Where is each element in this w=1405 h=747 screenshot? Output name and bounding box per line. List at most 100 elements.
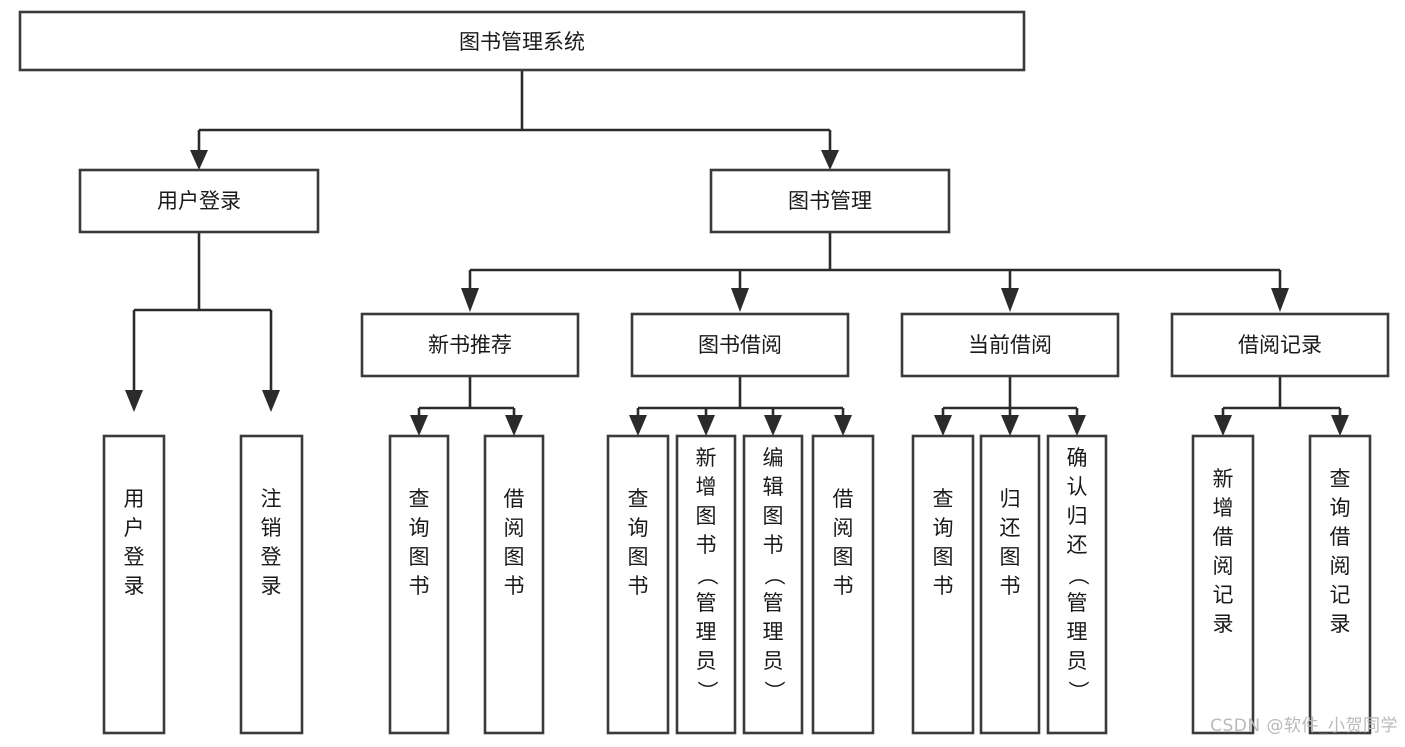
leaf-label-char: 阅 [504,516,525,540]
node-current-borrow-label: 当前借阅 [968,333,1052,357]
csdn-watermark: CSDN @软件_小贺同学 [1210,716,1398,736]
node-new-book-recommend-label: 新书推荐 [428,333,512,357]
leaf-bb-edit-book-box [742,434,804,735]
leaf-label-char: 图 [409,545,430,569]
leaf-label-char: 询 [1330,496,1351,520]
connector-userlogin-to-bus [132,232,273,392]
arrow-to-leaf-bb-1 [629,415,647,436]
leaf-label-char: 员 [763,649,784,673]
leaf-label-char: 借 [1330,525,1351,549]
node-root[interactable]: 图书管理系统 [18,10,1026,72]
connector-currentborrow-to-leafbus [941,376,1079,418]
leaf-label-char: 借 [504,487,525,511]
node-book-borrow[interactable]: 图书借阅 [630,312,850,378]
node-new-book-recommend[interactable]: 新书推荐 [360,312,580,378]
leaf-label-char: 查 [409,487,430,511]
leaf-label-char: 借 [1213,525,1234,549]
arrow-to-leaf-user-login [125,390,143,412]
arrow-to-new-book-recommend [461,288,479,312]
leaf-label-char: 查 [628,487,649,511]
leaf-label-char: 管 [1067,591,1088,615]
leaf-label-char: 增 [696,475,717,499]
node-borrow-record-label: 借阅记录 [1238,333,1322,357]
leaf-logout-box [239,434,304,735]
node-root-label: 图书管理系统 [459,30,585,54]
leaf-label-char: 销 [261,516,282,540]
leaf-label-char: 图 [833,545,854,569]
leaf-br-add-record-box [1191,434,1255,735]
node-new-book-recommend-box [360,312,580,378]
node-root-box [18,10,1026,72]
leaf-label-char: 阅 [1330,554,1351,578]
leaf-label-char: 理 [696,620,717,644]
leaf-bb-borrow-book-box [811,434,875,735]
arrow-to-leaf-br-1 [1214,415,1232,436]
leaf-label-char: ） [695,681,719,702]
arrow-to-leaf-logout [262,390,280,412]
leaf-label-char: 认 [1067,475,1088,499]
leaf-label-char: 借 [833,487,854,511]
arrow-to-leaf-cb-3 [1068,415,1086,436]
connector-newbook-to-leafbus [417,376,516,418]
leaf-label-char: 书 [1000,574,1021,598]
connector-bookborrow-to-leafbus [636,376,845,418]
leaf-label-char: 图 [628,545,649,569]
leaf-label-char: 用 [124,487,145,511]
leaf-label-char: 录 [1213,612,1234,636]
leaf-label-char: 增 [1213,496,1234,520]
node-user-login[interactable]: 用户登录 [78,168,320,234]
leaf-node[interactable]: 用户登录 [102,434,166,735]
node-borrow-record-box [1170,312,1390,378]
arrow-to-book-manage [821,150,839,170]
leaf-label-char: 归 [1000,487,1021,511]
leaf-label-char: 还 [1000,516,1021,540]
leaf-label-char: 辑 [763,475,784,499]
leaf-cb-query-book-box [911,434,975,735]
node-current-borrow[interactable]: 当前借阅 [900,312,1120,378]
node-current-borrow-box [900,312,1120,378]
connector-layer [125,70,1349,436]
leaf-label-char: （ [762,565,786,586]
arrow-to-borrow-record [1271,288,1289,312]
arrow-to-user-login [190,150,208,170]
leaf-label-char: 询 [628,516,649,540]
leaf-label-char: ） [762,681,786,702]
leaf-br-query-record-box [1308,434,1372,735]
leaf-label-char: 归 [1067,504,1088,528]
leaf-label-char: （ [1066,565,1090,586]
connector-borrowrecord-to-leafbus [1221,376,1342,418]
leaf-label-char: 录 [124,574,145,598]
leaf-label-char: 还 [1067,533,1088,557]
leaf-label-char: 阅 [1213,554,1234,578]
leaf-label-char: 书 [933,574,954,598]
leaf-label-char: 理 [763,620,784,644]
leaf-label-char: 编 [763,446,784,470]
leaf-cb-return-book-box [979,434,1041,735]
arrow-to-leaf-bb-4 [834,415,852,436]
leaf-label-char: 登 [124,545,145,569]
leaf-label-char: 书 [763,533,784,557]
arrow-to-leaf-bb-2 [697,415,715,436]
leaf-label-char: 员 [1067,649,1088,673]
node-borrow-record[interactable]: 借阅记录 [1170,312,1390,378]
leaf-label-char: 图 [763,504,784,528]
node-book-manage[interactable]: 图书管理 [709,168,951,234]
